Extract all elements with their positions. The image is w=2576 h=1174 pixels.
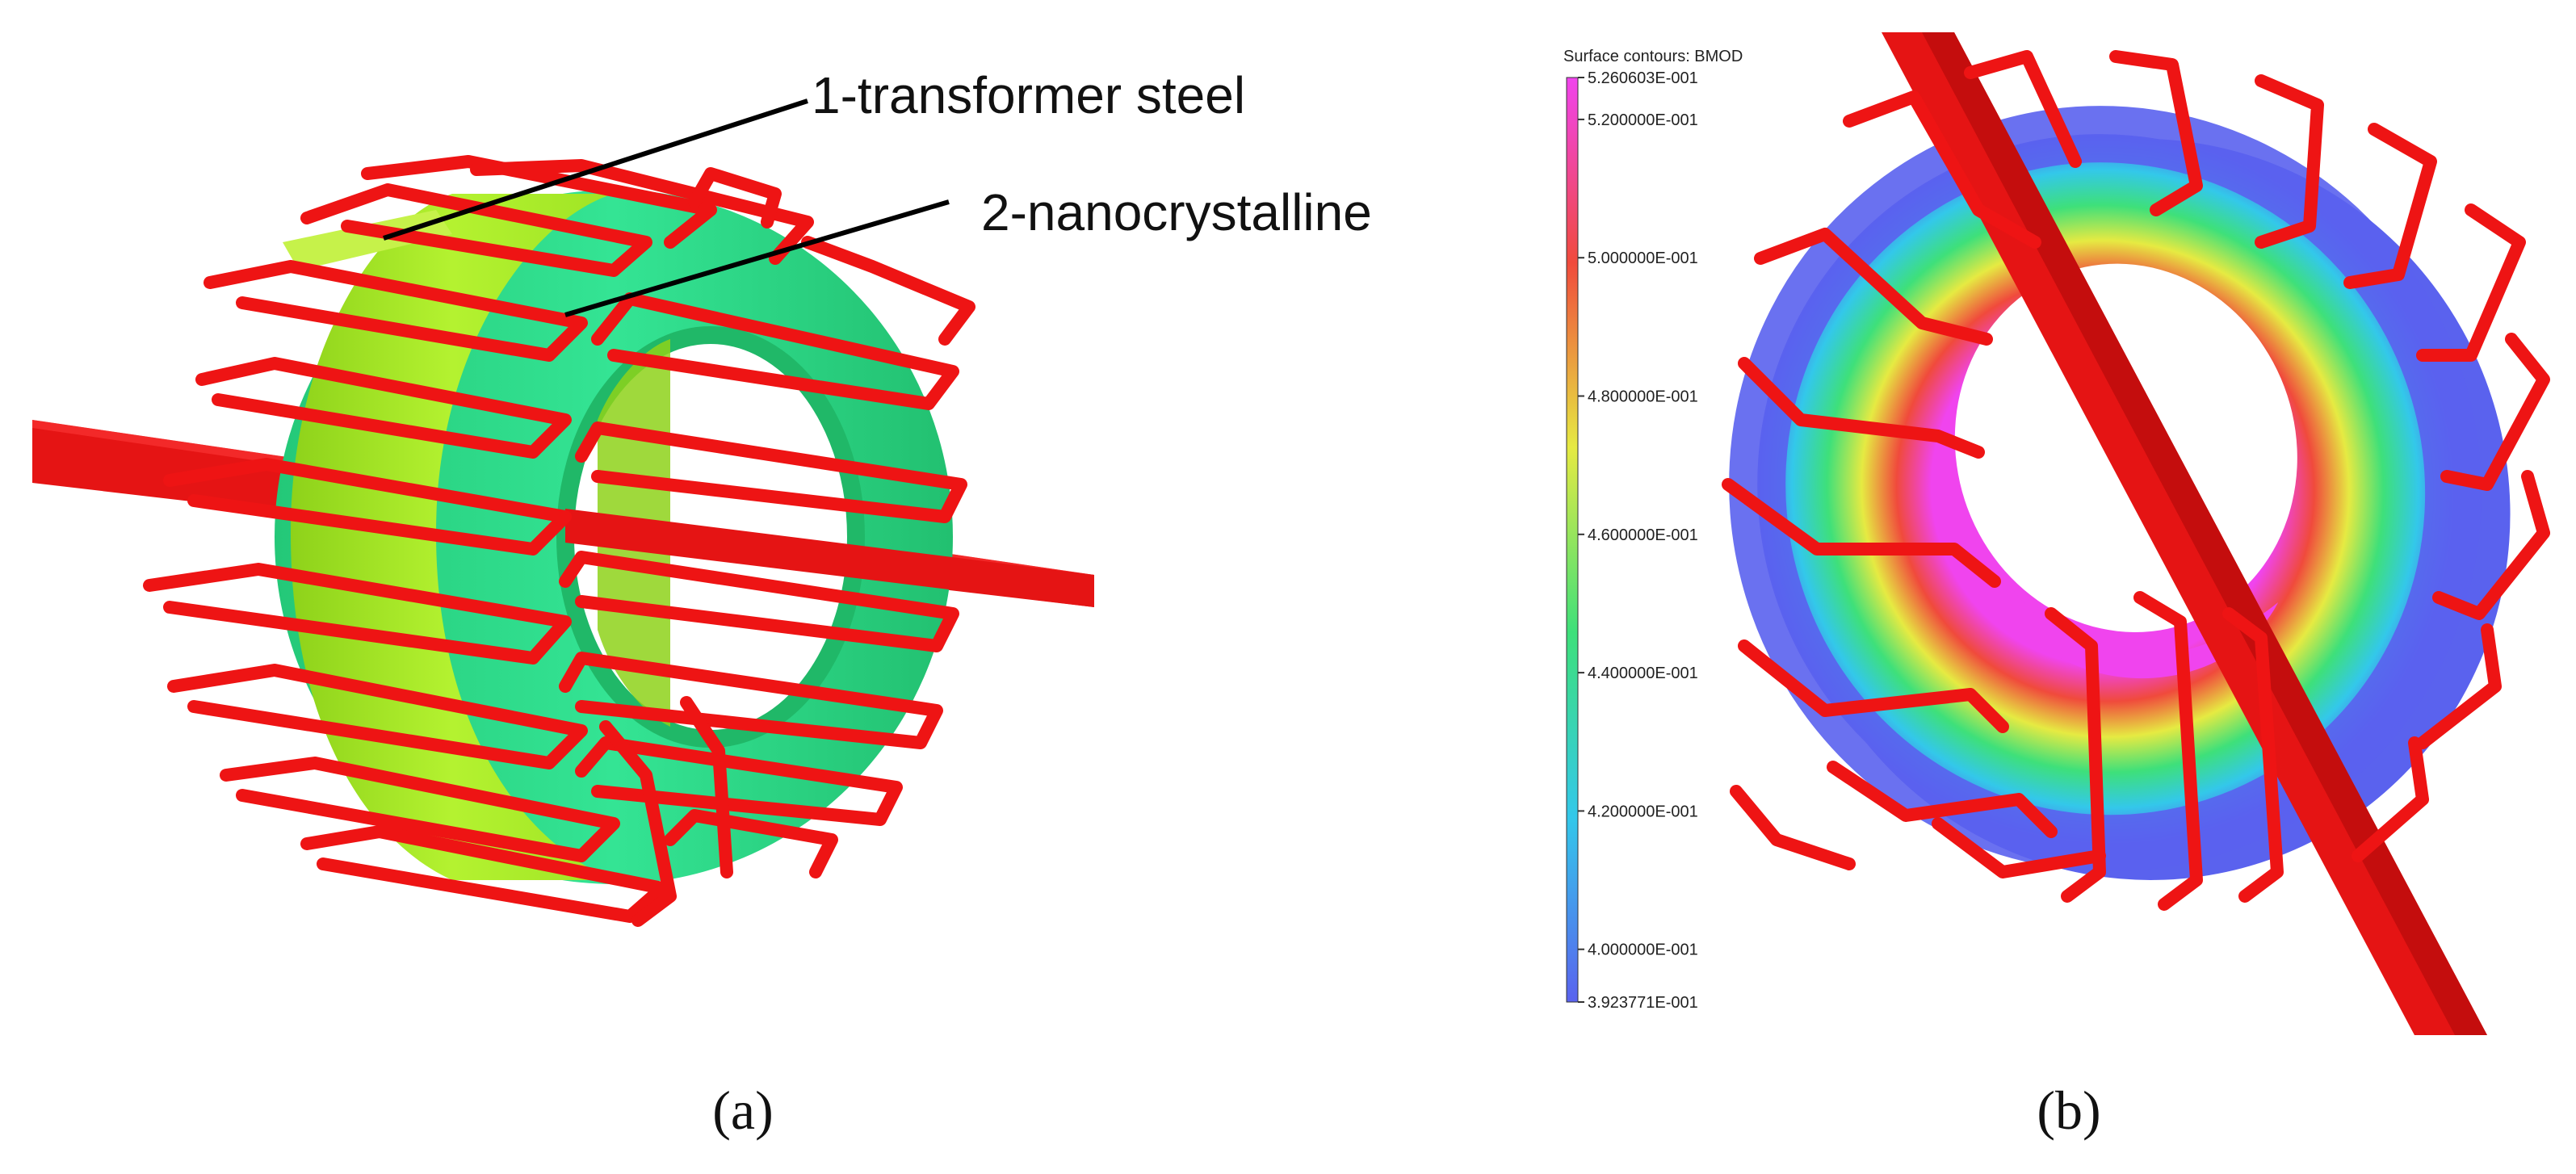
callout-label-steel: 1-transformer steel: [812, 66, 1245, 124]
toroid-inner-wall: [1992, 559, 2279, 679]
caption-a: (a): [712, 1080, 773, 1141]
colorbar-tick-label: 5.000000E-001: [1588, 249, 1698, 267]
colorbar-ticks: 5.260603E-001 5.200000E-001 5.000000E-001 4…: [1578, 69, 1698, 1012]
colorbar-tick-label: 5.200000E-001: [1588, 111, 1698, 129]
panel-b: Surface contours: BMOD 5.260603E-001 5.20…: [1563, 32, 2550, 1141]
toroidal-core: [275, 190, 1094, 884]
colorbar-tick-label: 4.600000E-001: [1588, 526, 1698, 544]
colorbar-title: Surface contours: BMOD: [1563, 48, 1743, 65]
winding-coils-b: [1722, 50, 2550, 911]
conductor-bar-b-shade: [1922, 32, 2487, 1035]
callout-leader-nano: [564, 199, 950, 317]
colorbar-tick-label: 4.400000E-001: [1588, 665, 1698, 682]
colorbar-scale: [1566, 77, 1579, 1003]
conductor-bar-through-hole: [565, 509, 1094, 607]
colorbar-tick-label: 4.200000E-001: [1588, 803, 1698, 820]
colorbar-tick-label: 4.800000E-001: [1588, 388, 1698, 406]
callout-leader-steel: [383, 99, 808, 241]
caption-b: (b): [2037, 1080, 2100, 1141]
core-transformer-steel-face: [291, 194, 614, 880]
panel-a: 1-transformer steel 2-nanocrystalline (a…: [32, 66, 1372, 1141]
core-steel-top: [283, 210, 452, 270]
colorbar-tick-label: 3.923771E-001: [1588, 994, 1698, 1012]
callout-label-nano: 2-nanocrystalline: [981, 183, 1372, 241]
bmod-toroid: [1729, 106, 2511, 880]
winding-coils: [143, 155, 975, 927]
colorbar-tick-label: 5.260603E-001: [1588, 69, 1698, 87]
colorbar: Surface contours: BMOD 5.260603E-001 5.20…: [1563, 48, 1743, 1012]
colorbar-tick-label: 4.000000E-001: [1588, 941, 1698, 959]
